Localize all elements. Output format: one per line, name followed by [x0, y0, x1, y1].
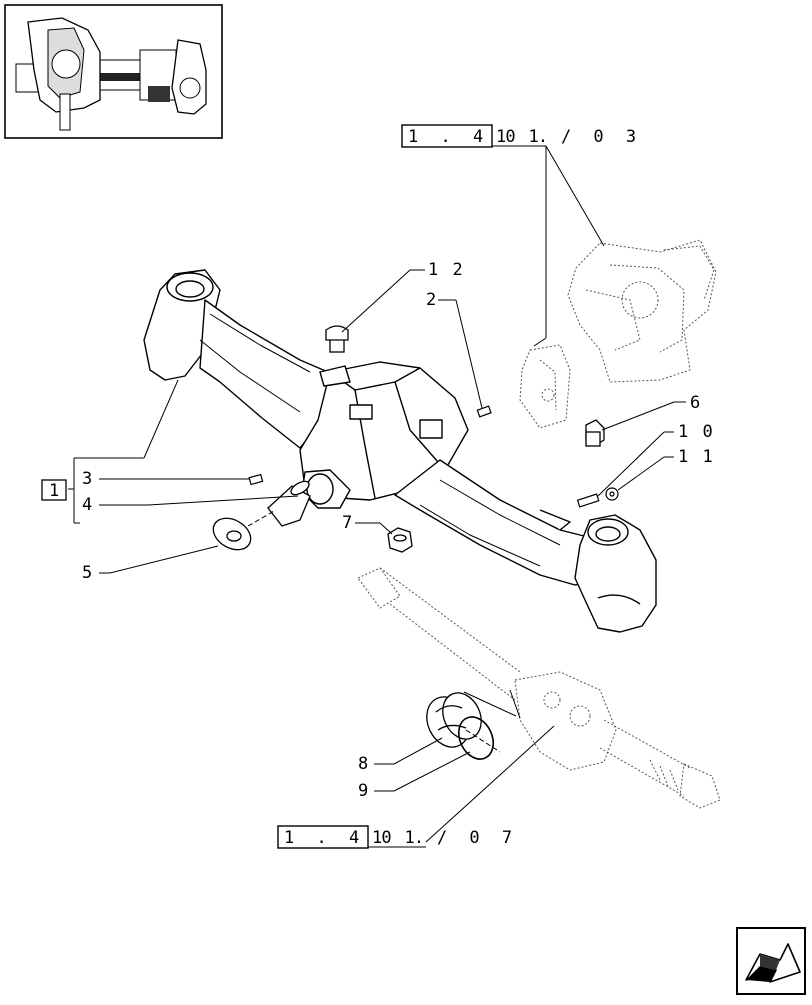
callout-4-label: 4	[82, 495, 94, 515]
callout-11-label: 1 1	[678, 447, 715, 467]
reference-bottom[interactable]: 1 . 4 0 . 1 1 / 0 7	[277, 825, 518, 849]
callout-1-label: 1	[49, 481, 61, 501]
reference-top[interactable]: 1 . 4 0 . 1 1 / 0 3	[401, 124, 642, 148]
seal-8	[426, 692, 482, 748]
next-page-arrow-icon[interactable]	[736, 927, 806, 995]
washer-5	[212, 517, 252, 551]
axle-housing	[143, 269, 657, 633]
callout-10-label: 1 0	[678, 422, 715, 442]
pin-3	[248, 473, 264, 486]
bolt-12	[325, 325, 349, 353]
callout-6-label: 6	[690, 393, 702, 413]
callout-2-label: 2	[426, 290, 438, 310]
reference-top-suffix: 1 1 / 0 3	[496, 127, 642, 147]
callout-12-label: 1 2	[428, 260, 465, 280]
callout-8-label: 8	[358, 754, 370, 774]
callout-9-label: 9	[358, 781, 370, 801]
callout-7-label: 7	[342, 513, 354, 533]
reference-bottom-suffix: 1 1 / 0 7	[372, 828, 518, 848]
drive-shaft-dotted	[357, 567, 721, 809]
callout-5-label: 5	[82, 563, 94, 583]
bolt-6	[585, 419, 605, 447]
o-ring-9	[457, 716, 495, 760]
nut-11	[605, 487, 619, 501]
nut-7	[387, 527, 413, 553]
leader-lines	[68, 145, 686, 843]
plug-4	[267, 480, 311, 527]
axle-overview-thumbnail-icon[interactable]	[4, 4, 223, 139]
pin-2	[476, 405, 492, 418]
reference-top-box-text: 1 . 4 0 .	[408, 127, 554, 147]
washer-axis-line	[247, 509, 277, 527]
hub-reference-dotted-assembly	[519, 239, 717, 429]
screw-10	[576, 493, 600, 508]
callout-1: 1	[41, 479, 67, 501]
seal-axis-line	[465, 729, 501, 753]
callout-3-label: 3	[82, 469, 94, 489]
reference-bottom-box-text: 1 . 4 0 .	[284, 828, 430, 848]
